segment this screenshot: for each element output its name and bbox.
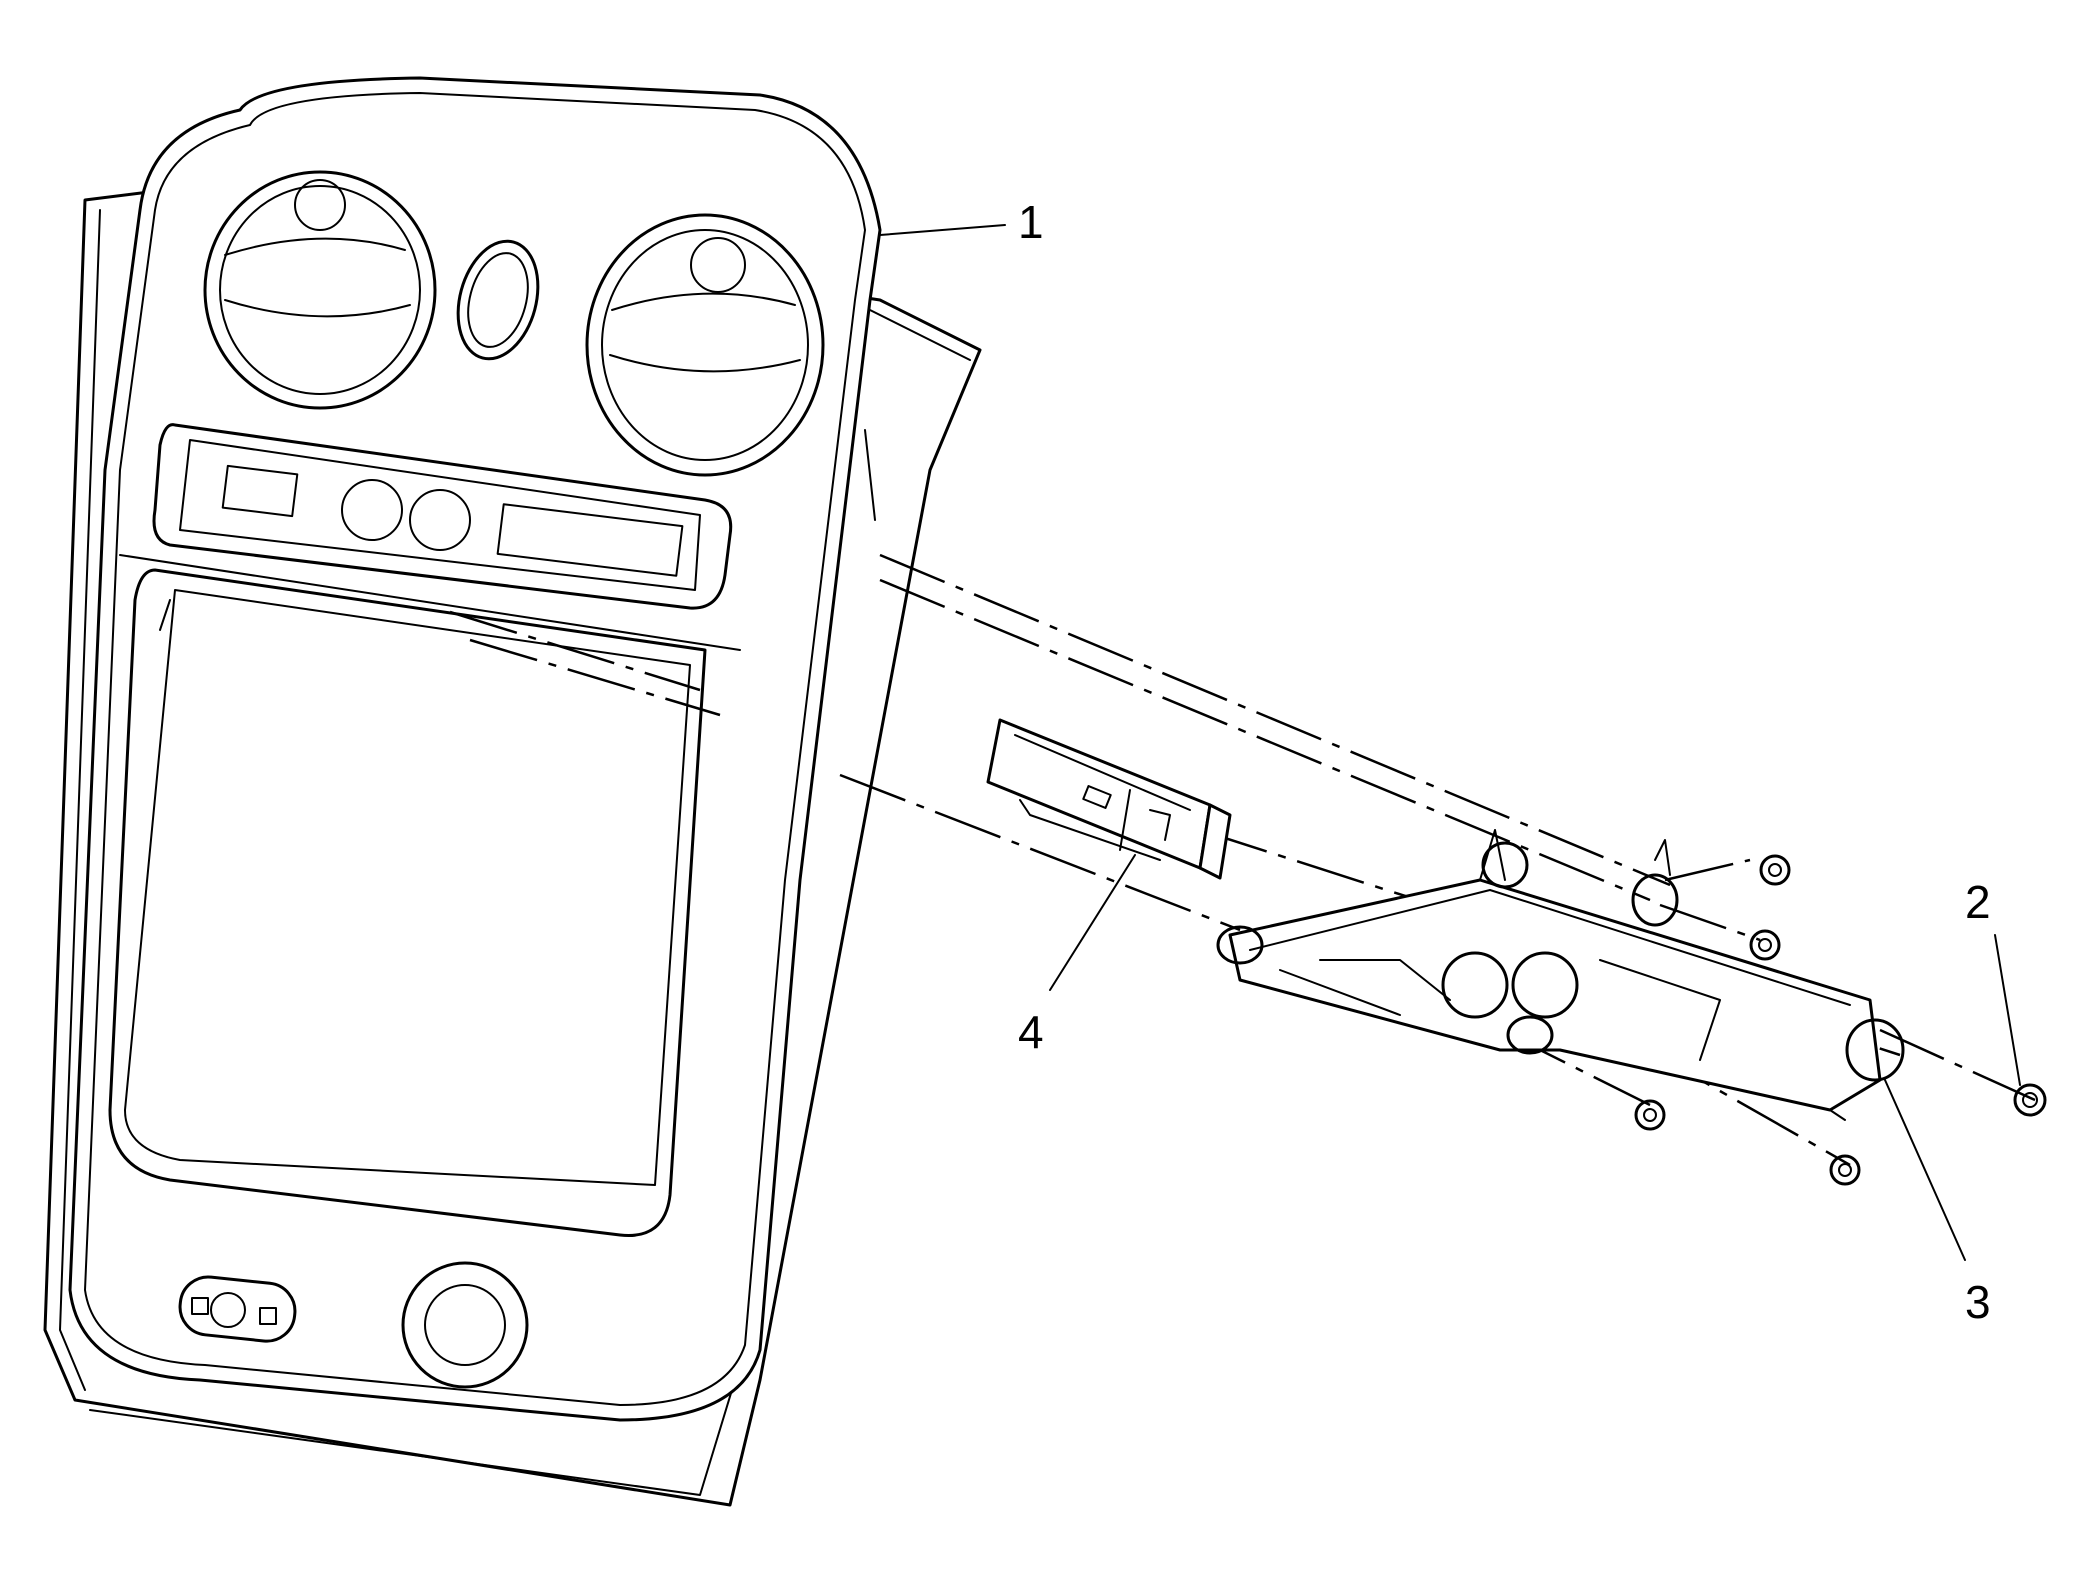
fasteners (1634, 854, 2047, 1186)
callout-1: 1 (1018, 196, 1044, 248)
bottom-switch (178, 1275, 297, 1343)
callout-4: 4 (1018, 1006, 1044, 1058)
callout-2: 2 (1965, 876, 1991, 928)
nut-2 (1749, 929, 1781, 961)
callout-3: 3 (1965, 1276, 1991, 1328)
storage-bin-opening (108, 568, 707, 1237)
air-vent-left (203, 170, 437, 410)
console-bezel (43, 76, 982, 1507)
nut-1 (1759, 854, 1791, 886)
switch-panel (152, 423, 733, 610)
air-vent-right (585, 213, 825, 477)
nut-3 (2013, 1083, 2047, 1117)
switch-module (986, 718, 1232, 880)
nut-5 (1829, 1154, 1861, 1186)
hazard-switch-opening (456, 239, 540, 361)
leader-lines (879, 224, 2021, 1261)
nut-4 (1634, 1099, 1666, 1131)
mounting-bracket (1216, 829, 1905, 1121)
power-outlet (401, 1261, 529, 1389)
